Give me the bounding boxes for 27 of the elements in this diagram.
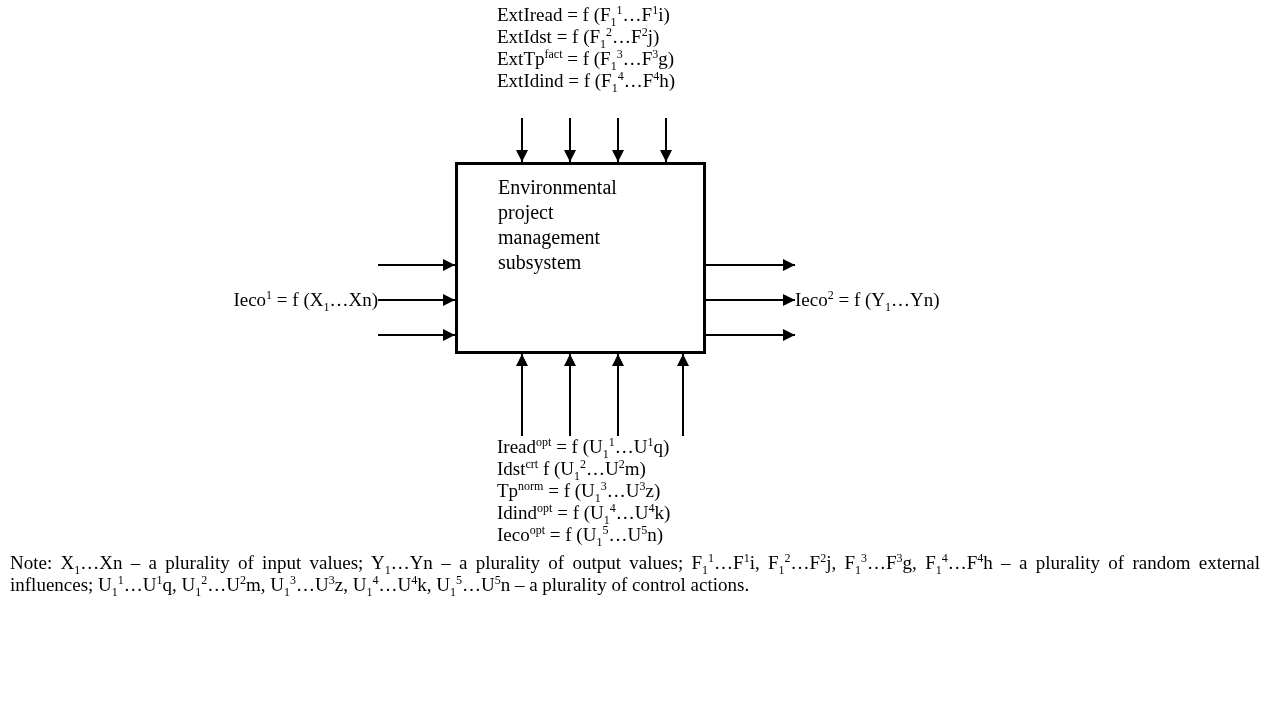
- arrow: [377, 259, 456, 271]
- formula-text: Ieco$^{2}$ = f (Y$_{1}$…Yn): [795, 289, 1005, 313]
- arrow: [705, 294, 796, 306]
- arrow: [677, 353, 689, 437]
- arrow: [377, 294, 456, 306]
- arrow: [564, 353, 576, 437]
- note-text: Note: X$_{1}$…Xn – a plurality of input values; Y$_{1}$…Yn – a plurality of output values; F$_{1}$$^{1}$…F$^{1}$i, F$_{1}$$^{2}$…F$^{2}$j, F$_{1}$$^{3}$…F$^{3}$g, F$_{1}$$^{4}$…F$^{4}$h – a plurality of random external influences; U$_{1}$$^{1}$…U$^{1}$q, U$_{1}$$^{2}$…U$^{2}$m, U$_{1}$$^{3}$…U$^{3}$z, U$_{1}$$^{4}$…U$^{4}$k, U$_{1}$$^{5}$…U$^{5}$n – a plurality of control actions.: [10, 552, 1260, 596]
- arrow: [516, 353, 528, 437]
- arrow: [564, 117, 576, 163]
- formula-text: ExtIdind = f (F$_{1}$$^{4}$…F$^{4}$h): [497, 70, 677, 92]
- arrow: [705, 259, 796, 271]
- formula-text: Iread$^{opt}$ = f (U$_{1}$$^{1}$…U$^{1}$q): [497, 436, 671, 458]
- process-box: Environmental project management subsystem: [455, 162, 706, 354]
- formula-text: Idind$^{opt}$ = f (U$_{1}$$^{4}$…U$^{4}$k): [497, 502, 672, 524]
- formula-text: Ieco$^{opt}$ = f (U$_{1}$$^{5}$…U$^{5}$n): [497, 524, 663, 546]
- formula-text: Tp$^{norm}$ = f (U$_{1}$$^{3}$…U$^{3}$z): [497, 480, 662, 502]
- arrow: [612, 117, 624, 163]
- arrow: [660, 117, 672, 163]
- arrow: [705, 329, 796, 341]
- formula-text: ExtTp$^{fact}$ = f (F$_{1}$$^{3}$…F$^{3}$g): [497, 48, 676, 70]
- arrow: [377, 329, 456, 341]
- formula-text: Ieco$^{1}$ = f (X$_{1}$…Xn): [178, 289, 378, 313]
- formula-text: Idst$^{crt}$ f (U$_{1}$$^{2}$…U$^{2}$m): [497, 458, 646, 480]
- formula-text: ExtIread = f (F$_{1}$$^{1}$…F$^{1}$i): [497, 4, 671, 26]
- arrow: [612, 353, 624, 437]
- arrow: [516, 117, 528, 163]
- formula-text: ExtIdst = f (F$_{1}$$^{2}$…F$^{2}$j): [497, 26, 660, 48]
